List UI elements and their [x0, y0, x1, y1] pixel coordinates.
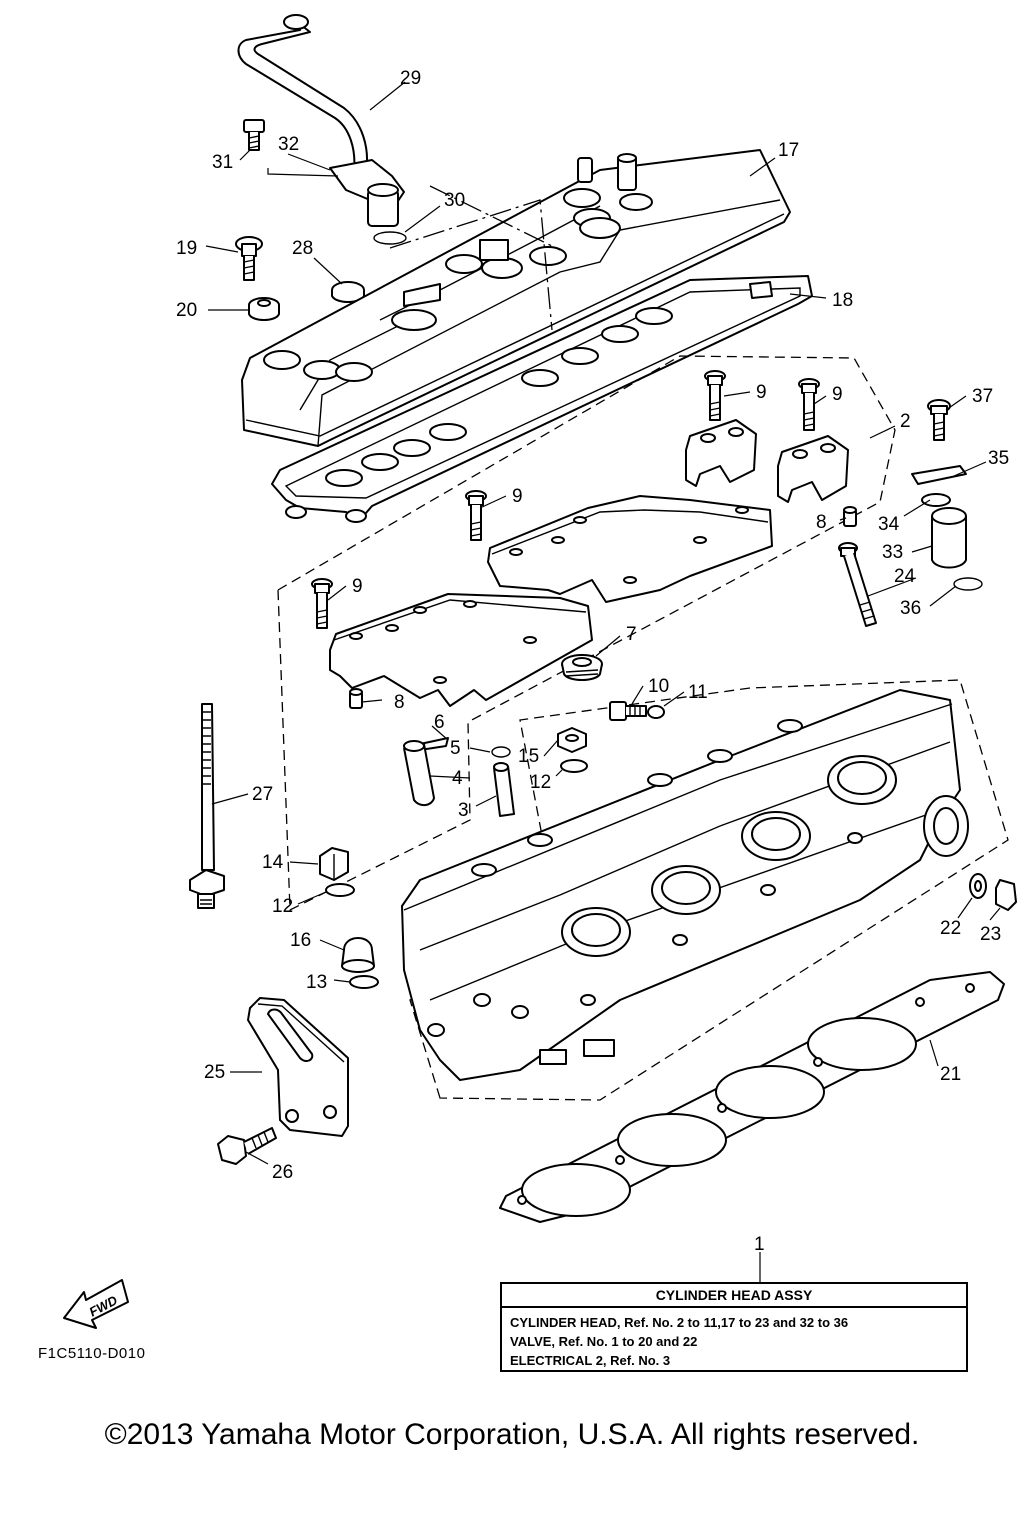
callout-9-b: 9 — [832, 384, 843, 405]
callout-20: 20 — [176, 300, 197, 321]
copyright-notice: ©2013 Yamaha Motor Corporation, U.S.A. A… — [104, 1418, 920, 1451]
assembly-title: CYLINDER HEAD ASSY — [502, 1284, 966, 1308]
cylinder-head-cover — [241, 149, 791, 447]
callout-11: 11 — [688, 682, 708, 703]
seal-5 — [491, 746, 511, 758]
callout-9-a: 9 — [756, 382, 767, 403]
washer-12-upper — [560, 759, 588, 773]
callout-24: 24 — [894, 566, 916, 587]
callout-5: 5 — [450, 738, 461, 759]
nut-14 — [319, 847, 349, 881]
callout-17: 17 — [778, 140, 799, 161]
washer-13 — [349, 975, 379, 989]
plug-bolt-23 — [995, 879, 1017, 911]
callout-3: 3 — [458, 800, 469, 821]
callout-2: 2 — [900, 411, 911, 432]
callout-32: 32 — [278, 134, 299, 155]
camshaft-cap-upper-right-b — [777, 435, 849, 503]
washer-11 — [647, 705, 665, 719]
cylinder-head — [401, 689, 969, 1081]
callout-25: 25 — [204, 1062, 225, 1083]
callout-7: 7 — [626, 624, 637, 645]
callout-27: 27 — [252, 784, 273, 805]
callout-15: 15 — [518, 746, 539, 767]
hose-alignment-chain — [389, 185, 561, 331]
callout-13: 13 — [306, 972, 327, 993]
sensor-washer — [921, 493, 951, 507]
callout-19: 19 — [176, 238, 197, 259]
cylinder-head-outline — [409, 679, 1009, 1101]
hose-bracket — [329, 159, 405, 227]
cap-nut-16 — [341, 937, 375, 973]
callout-31: 31 — [212, 152, 233, 173]
callout-37: 37 — [972, 386, 993, 407]
callout-4: 4 — [452, 768, 463, 789]
cap-bolt-3 — [465, 490, 487, 541]
callout-22: 22 — [940, 918, 961, 939]
callout-14: 14 — [262, 852, 284, 873]
callout-10: 10 — [648, 676, 669, 697]
camshaft-cap-lower — [329, 593, 593, 707]
callout-29: 29 — [400, 68, 421, 89]
plug-cap — [331, 281, 365, 303]
sensor-body — [931, 507, 967, 569]
dowel-pin-upper — [843, 506, 857, 527]
callout-6: 6 — [434, 712, 445, 733]
callout-28: 28 — [292, 238, 313, 259]
engine-bracket — [247, 997, 349, 1137]
assembly-reference-box: CYLINDER HEAD ASSY CYLINDER HEAD, Ref. N… — [500, 1282, 968, 1372]
sensor-plate — [911, 465, 967, 485]
nut-15 — [557, 727, 587, 753]
cover-gasket — [271, 275, 813, 523]
callout-23: 23 — [980, 924, 1001, 945]
valve-guide-4 — [403, 740, 435, 806]
o-ring-30 — [373, 231, 407, 245]
callout-33: 33 — [882, 542, 903, 563]
leader-lines — [205, 81, 1001, 1282]
sensor-o-ring — [953, 577, 983, 591]
long-stud-bolt — [838, 542, 877, 627]
head-gasket — [499, 971, 1005, 1223]
callout-12-lower: 12 — [272, 896, 293, 917]
cap-bolt-4 — [311, 578, 333, 629]
camshaft-cap-middle — [487, 495, 773, 603]
oil-plug — [561, 654, 603, 681]
grommet — [248, 297, 280, 321]
valve-guide-3 — [493, 762, 515, 817]
probe-27 — [189, 703, 225, 909]
cap-bolt-2 — [798, 378, 820, 431]
camshaft-cap-group-outline — [277, 355, 896, 912]
callout-36: 36 — [900, 598, 921, 619]
callout-8-upper: 8 — [816, 512, 827, 533]
bracket-bolt — [217, 1127, 277, 1165]
cap-bolt-1 — [704, 370, 726, 421]
assembly-line-cylinder-head: CYLINDER HEAD, Ref. No. 2 to 11,17 to 23… — [510, 1315, 849, 1330]
callout-26: 26 — [272, 1162, 293, 1183]
small-bolt-10 — [609, 701, 647, 721]
callout-30: 30 — [444, 190, 465, 211]
sensor-bolt — [927, 399, 951, 441]
callout-9-c: 9 — [512, 486, 523, 507]
washer-12-lower — [325, 883, 355, 897]
callout-9-d: 9 — [352, 576, 363, 597]
callout-35: 35 — [988, 448, 1009, 469]
drawing-code: F1C5110-D010 — [38, 1345, 146, 1362]
dowel-pin-lower — [349, 688, 363, 709]
assembly-line-electrical: ELECTRICAL 2, Ref. No. 3 — [510, 1353, 671, 1368]
fwd-arrow-icon: FWD — [63, 1279, 129, 1329]
hose-bolt — [243, 119, 265, 151]
callout-8-lower: 8 — [394, 692, 405, 713]
camshaft-cap-upper-right-a — [685, 419, 757, 487]
callout-34: 34 — [878, 514, 900, 535]
assembly-line-valve: VALVE, Ref. No. 1 to 20 and 22 — [510, 1334, 698, 1349]
callout-12-upper: 12 — [530, 772, 551, 793]
callout-21: 21 — [940, 1064, 961, 1085]
cover-bolt — [235, 236, 263, 281]
callout-1: 1 — [754, 1234, 765, 1255]
callout-18: 18 — [832, 290, 853, 311]
callout-16: 16 — [290, 930, 311, 951]
